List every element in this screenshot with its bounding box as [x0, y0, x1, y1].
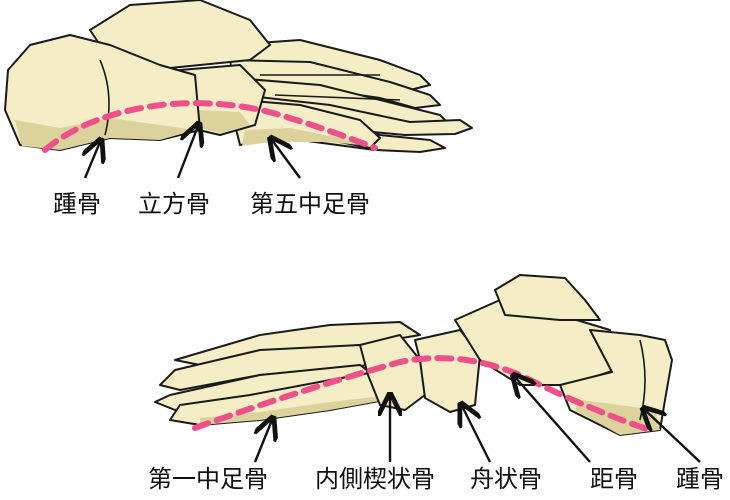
label-calcaneus-top: 踵骨: [53, 190, 101, 218]
label-first-metatarsal: 第一中足骨: [148, 465, 268, 493]
label-fifth-metatarsal: 第五中足骨: [250, 190, 370, 218]
lateral-foot: [4, 0, 473, 179]
label-cuboid: 立方骨: [138, 190, 210, 218]
label-medial-cuneiform: 内側楔状骨: [315, 465, 435, 493]
label-talus: 距骨: [590, 465, 638, 493]
label-navicular: 舟状骨: [470, 465, 542, 493]
label-calcaneus-bottom: 踵骨: [676, 465, 724, 493]
medial-foot: [154, 274, 701, 463]
